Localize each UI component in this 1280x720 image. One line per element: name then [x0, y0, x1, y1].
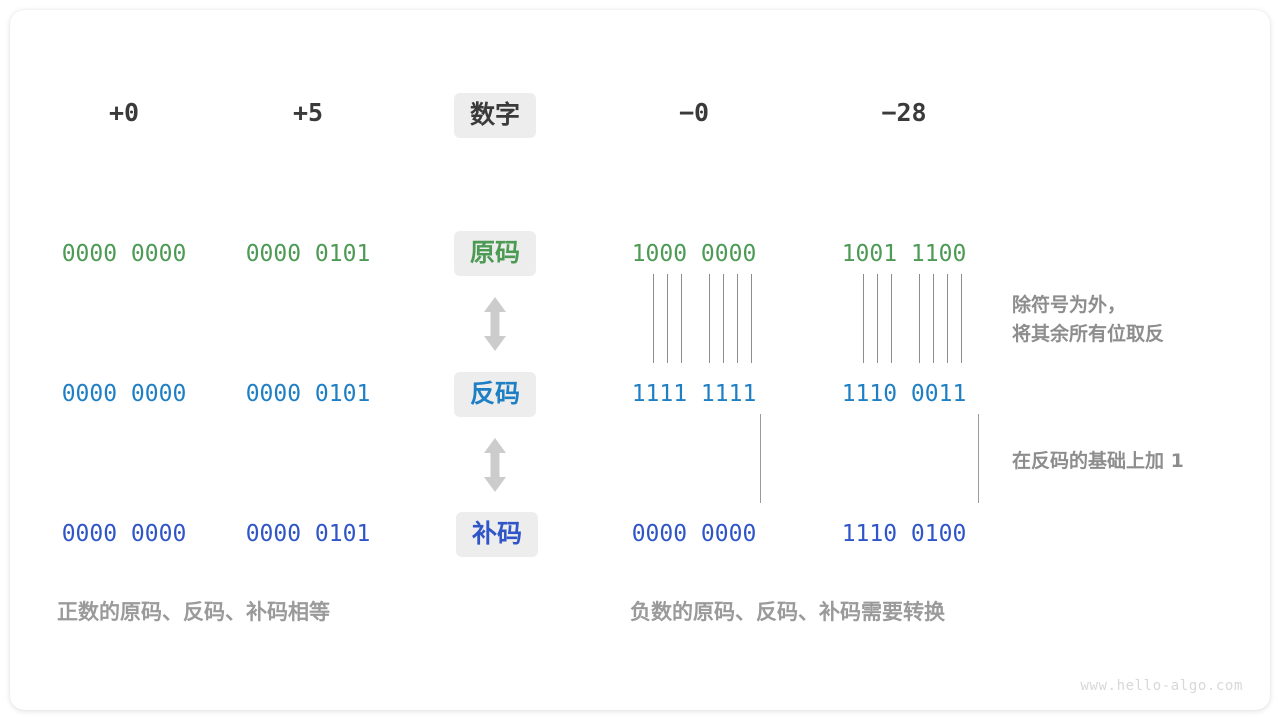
- true-form-minus-twentyeight: 1001 1100: [841, 241, 967, 267]
- annotation-add-one-rule: 在反码的基础上加 1: [1012, 450, 1184, 472]
- bit-connector-line: [891, 274, 892, 363]
- row-label-number: 数字: [453, 93, 537, 138]
- column-header-plus-five: +5: [292, 98, 324, 127]
- bit-connector-line: [863, 274, 864, 363]
- bit-connector-line: [877, 274, 878, 363]
- ones-complement-plus-five: 0000 0101: [245, 381, 371, 407]
- ones-complement-minus-zero: 1111 1111: [631, 381, 757, 407]
- bit-connector-line: [723, 274, 724, 363]
- bit-connector-line: [709, 274, 710, 363]
- ones-to-twos-arrow: [480, 436, 510, 499]
- bit-connector-line: [961, 274, 962, 363]
- true-form-minus-zero: 1000 0000: [631, 241, 757, 267]
- column-header-minus-zero: −0: [678, 98, 710, 127]
- row-label-ones-complement: 反码: [453, 372, 537, 417]
- bit-connector-line: [737, 274, 738, 363]
- column-header-minus-twentyeight: −28: [881, 98, 927, 127]
- row-label-twos-complement: 补码: [455, 512, 539, 557]
- true-form-plus-five: 0000 0101: [245, 241, 371, 267]
- diagram-stage: +0 +5 −0 −28 数字 0000 0000 0000 0101 1000…: [10, 10, 1270, 710]
- true-form-plus-zero: 0000 0000: [61, 241, 187, 267]
- twos-complement-minus-zero: 0000 0000: [631, 521, 757, 547]
- negative-caption: 负数的原码、反码、补码需要转换: [630, 600, 945, 624]
- bit-connector-line: [653, 274, 654, 363]
- bit-connector-line: [947, 274, 948, 363]
- watermark: www.hello-algo.com: [1080, 678, 1243, 694]
- row-label-true-form: 原码: [453, 231, 537, 276]
- twos-complement-minus-twentyeight: 1110 0100: [841, 521, 967, 547]
- twos-complement-plus-five: 0000 0101: [245, 521, 371, 547]
- ones-complement-minus-twentyeight: 1110 0011: [841, 381, 967, 407]
- diagram-card: +0 +5 −0 −28 数字 0000 0000 0000 0101 1000…: [10, 10, 1270, 710]
- bit-connector-line: [667, 274, 668, 363]
- column-header-plus-zero: +0: [108, 98, 140, 127]
- positive-caption: 正数的原码、反码、补码相等: [57, 600, 330, 624]
- bit-connector-line: [681, 274, 682, 363]
- carry-connector-line: [978, 414, 979, 503]
- twos-complement-plus-zero: 0000 0000: [61, 521, 187, 547]
- annotation-invert-rule: 除符号为外， 将其余所有位取反: [1012, 294, 1165, 346]
- true-to-ones-arrow: [480, 295, 510, 358]
- ones-complement-plus-zero: 0000 0000: [61, 381, 187, 407]
- bit-connector-line: [919, 274, 920, 363]
- bit-connector-line: [751, 274, 752, 363]
- bit-connector-line: [933, 274, 934, 363]
- carry-connector-line: [760, 414, 761, 503]
